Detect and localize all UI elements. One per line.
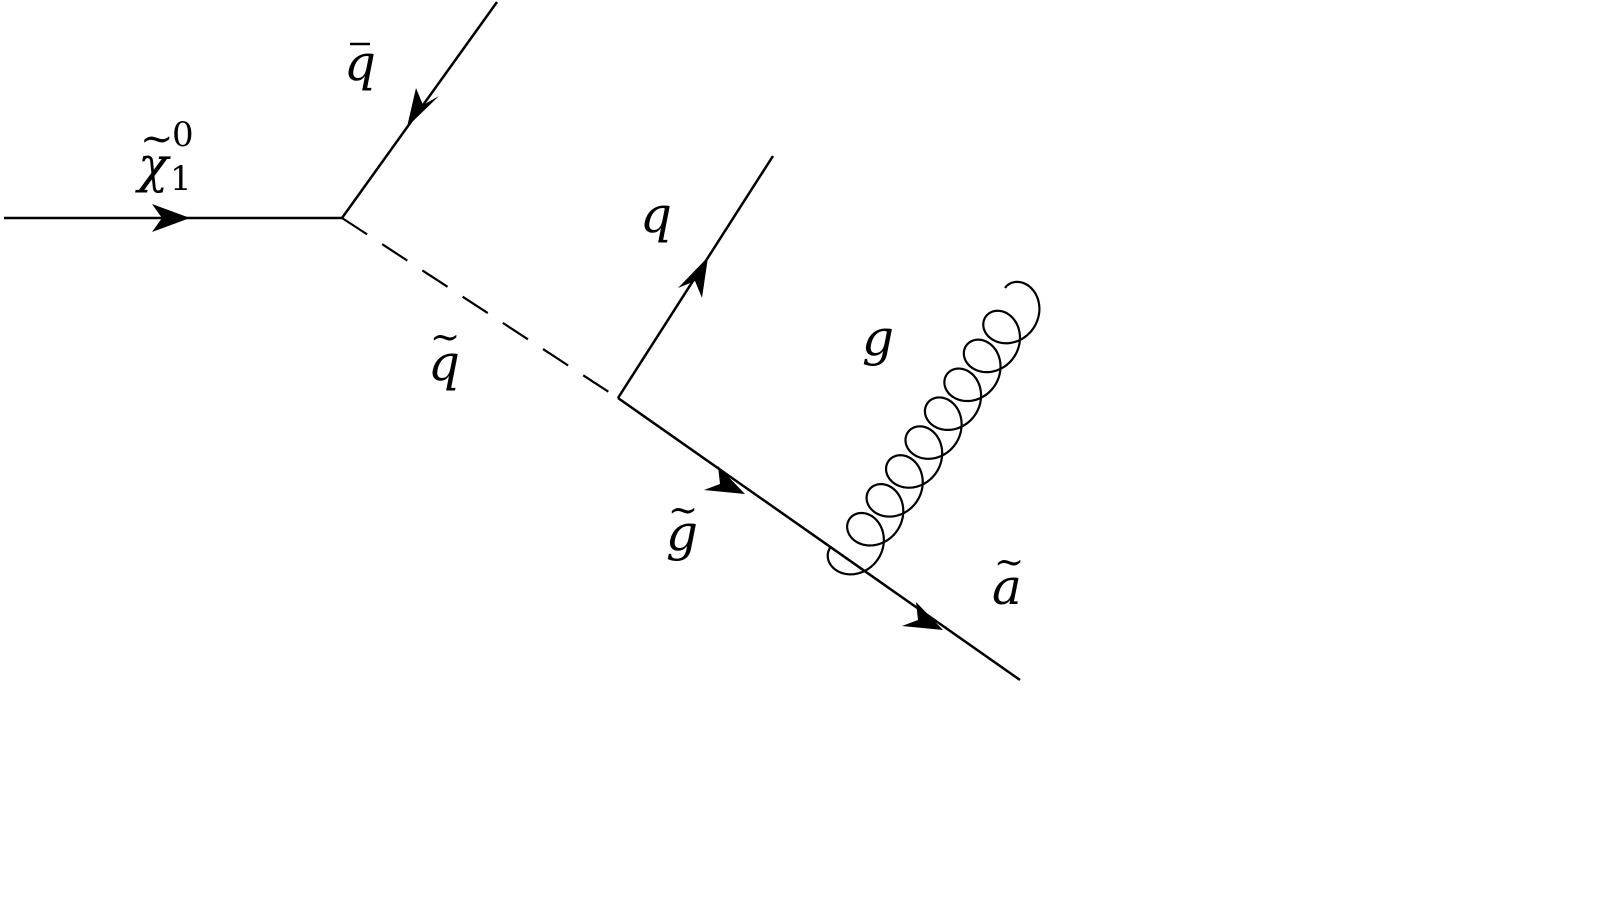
gluino-arrow bbox=[704, 466, 745, 494]
antiquark-arrow bbox=[407, 88, 439, 127]
quark-arrow bbox=[678, 257, 708, 298]
svg-text:~: ~ bbox=[140, 116, 174, 162]
svg-text:~: ~ bbox=[994, 542, 1024, 583]
label-neutralino-sup: 0 bbox=[172, 115, 194, 155]
label-neutralino-symbol: χ bbox=[135, 136, 171, 194]
label-gluino: ~ g bbox=[666, 490, 698, 562]
label-squark: ~ q bbox=[428, 317, 460, 392]
svg-text:~: ~ bbox=[430, 317, 460, 358]
axino-arrow bbox=[902, 602, 943, 630]
label-axino-symbol: a bbox=[992, 558, 1022, 616]
label-antiquark: q bbox=[344, 34, 376, 92]
svg-text:~: ~ bbox=[668, 490, 698, 531]
label-gluon-symbol: g bbox=[862, 309, 894, 367]
label-squark-symbol: q bbox=[428, 334, 460, 392]
label-quark: q bbox=[640, 186, 672, 244]
label-antiquark-symbol: q bbox=[344, 34, 376, 92]
neutralino-arrow bbox=[152, 204, 190, 232]
gluino-line bbox=[617, 396, 1021, 682]
label-gluino-symbol: g bbox=[666, 504, 698, 562]
quark-line bbox=[616, 155, 775, 399]
label-quark-symbol: q bbox=[640, 186, 672, 244]
label-gluon: g bbox=[862, 309, 894, 367]
gluon-curly-line bbox=[826, 280, 1041, 576]
label-axino: ~ a bbox=[992, 542, 1024, 616]
antiquark-line bbox=[340, 1, 499, 219]
label-neutralino-sub: 1 bbox=[170, 159, 192, 199]
neutralino-line bbox=[4, 204, 342, 232]
squark-propagator bbox=[341, 217, 619, 399]
label-neutralino: ~ χ 1 0 bbox=[135, 115, 194, 199]
